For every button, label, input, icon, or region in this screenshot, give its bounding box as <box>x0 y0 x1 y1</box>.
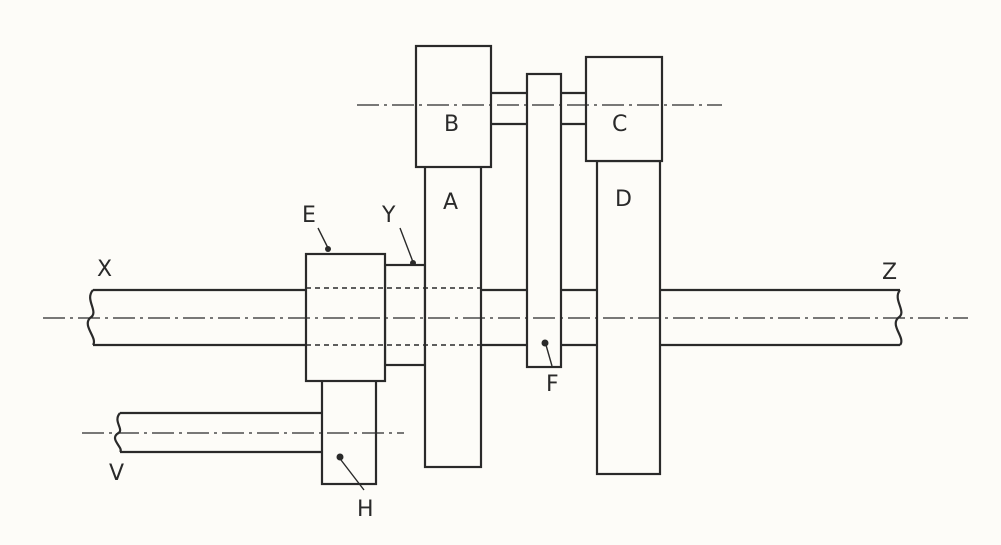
marker-h-dot <box>336 453 344 461</box>
gear-b <box>414 44 493 169</box>
gear-h <box>320 378 378 486</box>
center-lines <box>43 104 968 434</box>
hidden-bore-lines <box>306 287 482 346</box>
label-h: H <box>357 497 374 522</box>
label-b: B <box>444 112 459 137</box>
label-f: F <box>546 372 559 397</box>
gear-c <box>584 55 664 163</box>
lower-shaft <box>113 411 322 454</box>
arm-f <box>525 72 563 369</box>
label-y: Y <box>381 203 396 228</box>
label-c: C <box>612 112 627 137</box>
marker-e-dot <box>325 246 331 252</box>
label-a: A <box>443 190 458 215</box>
label-v: V <box>109 461 124 486</box>
marker-y-dot <box>410 260 416 266</box>
leader-lines <box>317 227 553 491</box>
sleeve-y <box>383 263 427 367</box>
marker-f-dot <box>541 339 549 347</box>
label-e: E <box>302 203 316 228</box>
label-x: X <box>97 257 112 282</box>
label-d: D <box>615 187 632 212</box>
label-z: Z <box>882 260 897 285</box>
